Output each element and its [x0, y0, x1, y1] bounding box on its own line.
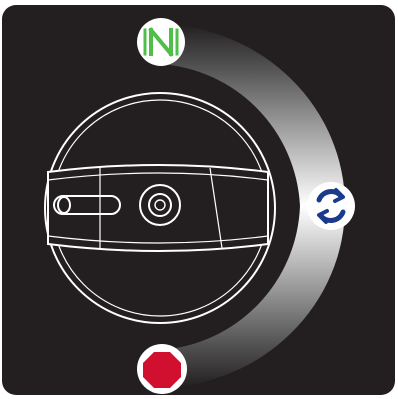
position-stop-button[interactable] — [137, 344, 187, 394]
position-normal-button[interactable] — [137, 18, 185, 66]
rotate-arrows-icon — [316, 188, 346, 224]
stop-octagon-icon — [143, 352, 181, 388]
normal-n-icon — [143, 27, 179, 57]
rotary-knob[interactable] — [44, 92, 276, 324]
position-auto-cycle-button[interactable] — [307, 182, 355, 230]
selector-travel-arc — [160, 24, 345, 388]
